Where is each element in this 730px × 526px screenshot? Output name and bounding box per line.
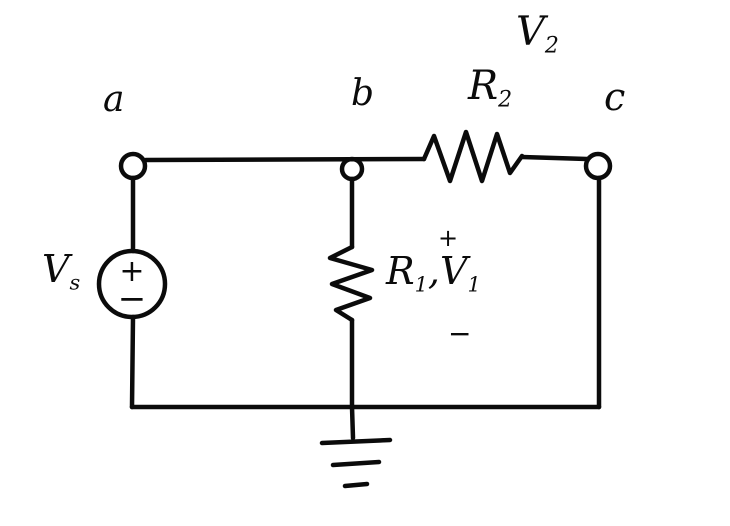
v2-label: V2 [516, 12, 559, 58]
v2-label-sub: 2 [544, 33, 559, 59]
resistor-r1-icon [327, 244, 375, 323]
v1-label-sub: 1 [467, 272, 481, 297]
r1-v1-label: R1,V1 [386, 252, 481, 295]
r2-label-base: R [468, 63, 499, 109]
node-b-icon [339, 156, 365, 182]
vs-label: Vs [42, 250, 80, 293]
node-a-label: a [103, 79, 125, 120]
r1-label-base: R [386, 249, 415, 293]
voltage-source-icon: + − [96, 248, 168, 320]
vs-label-sub: s [69, 270, 81, 295]
v1-plus-label: + [438, 224, 459, 252]
vs-label-base: V [42, 247, 70, 291]
r2-label-sub: 2 [498, 87, 513, 113]
source-plus-label: + [119, 254, 144, 289]
node-b-label: b [351, 73, 375, 114]
source-minus-label: − [118, 279, 147, 319]
node-c-icon [583, 151, 613, 181]
ground-icon [319, 404, 393, 489]
node-c-label: c [604, 75, 626, 119]
resistor-r2-icon [421, 129, 525, 184]
r1-v1-comma: , [427, 249, 441, 293]
node-a-icon [118, 151, 148, 181]
r1-label-sub: 1 [414, 272, 428, 297]
top-wire [143, 154, 590, 163]
v2-label-base: V [516, 9, 545, 55]
r2-label: R2 [468, 66, 512, 112]
v1-label-base: V [440, 249, 468, 293]
left-wire [129, 175, 136, 410]
v1-minus-label: − [448, 317, 472, 350]
